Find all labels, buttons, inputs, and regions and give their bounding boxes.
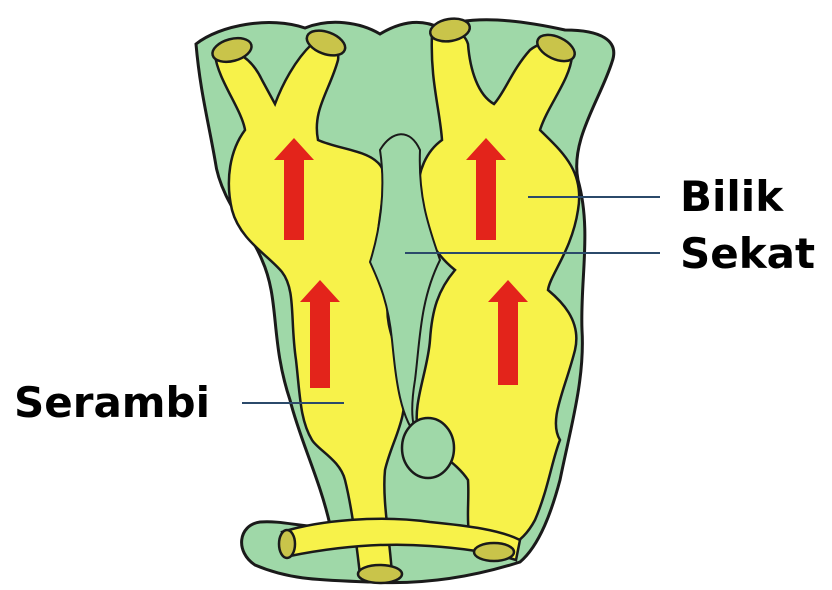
label-bilik: Bilik bbox=[680, 172, 784, 221]
septum-hole bbox=[402, 418, 454, 478]
vessel-end bbox=[474, 543, 514, 561]
vessel-end bbox=[279, 530, 295, 558]
label-sekat: Sekat bbox=[680, 229, 815, 278]
label-serambi: Serambi bbox=[14, 378, 210, 427]
vessel-end bbox=[358, 565, 402, 583]
